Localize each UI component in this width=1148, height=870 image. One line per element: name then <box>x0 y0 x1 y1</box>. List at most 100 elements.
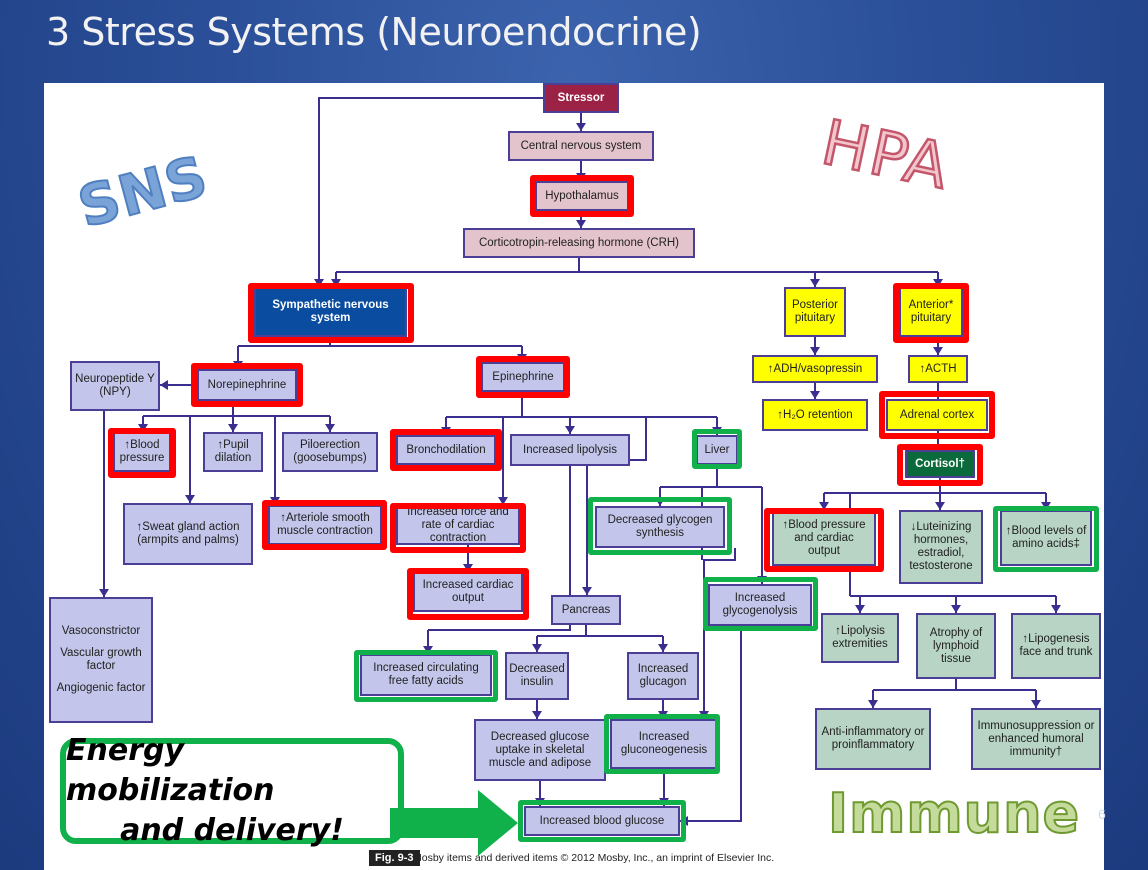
node-anterior-pituitary: Anterior* pituitary <box>899 287 963 337</box>
node-central-nervous-system: Central nervous system <box>508 131 654 161</box>
node-increased-glucagon: Increased glucagon <box>627 652 699 700</box>
arrowhead-icon <box>233 361 243 369</box>
arrowhead-icon <box>228 424 238 432</box>
arrowhead-icon <box>314 279 324 287</box>
arrowhead-icon <box>868 700 878 708</box>
node-hypothalamus: Hypothalamus <box>535 181 629 211</box>
node-increased-gluconeogenesis: Increased gluconeogenesis <box>610 719 718 769</box>
arrowhead-icon <box>680 816 688 826</box>
arrowhead-icon <box>565 426 575 434</box>
node-h2o-retention: ↑H₂O retention <box>762 399 868 431</box>
node-pancreas: Pancreas <box>551 595 621 625</box>
node-lipolysis-extremities: ↑Lipolysis extremities <box>821 613 899 663</box>
arrowhead-icon <box>1051 605 1061 613</box>
figure-credit: Mosby items and derived items © 2012 Mos… <box>413 852 775 864</box>
arrowhead-icon <box>810 391 820 399</box>
node-decreased-insulin: Decreased insulin <box>505 652 569 700</box>
node-sympathetic-nervous-system: Sympathetic nervous system <box>254 287 407 337</box>
connector-arrow <box>318 97 543 287</box>
arrowhead-icon <box>185 495 195 503</box>
arrowhead-icon <box>819 502 829 510</box>
node-adh-vasopressin: ↑ADH/vasopressin <box>752 355 878 383</box>
node-adrenal-cortex: Adrenal cortex <box>886 399 988 431</box>
slide-title: 3 Stress Systems (Neuroendocrine) <box>46 10 702 54</box>
node-luteinizing: ↓Luteinizing hormones, estradiol, testos… <box>899 510 983 584</box>
node-bp-cardiac-output: ↑Blood pressure and cardiac output <box>772 510 876 566</box>
node-cardiac-output: Increased cardiac output <box>413 572 523 612</box>
node-neuropeptide-y: Neuropeptide Y (NPY) <box>70 361 160 411</box>
figure-label: Fig. 9-3 <box>369 850 420 866</box>
arrowhead-icon <box>855 605 865 613</box>
arrowhead-icon <box>810 347 820 355</box>
arrowhead-icon <box>532 644 542 652</box>
arrowhead-icon <box>659 798 669 806</box>
arrowhead-icon <box>498 497 508 505</box>
node-cortisol: Cortisol† <box>905 450 975 478</box>
arrowhead-icon <box>535 798 545 806</box>
node-epinephrine: Epinephrine <box>481 362 565 392</box>
node-increased-glycogenolysis: Increased glycogenolysis <box>708 584 812 626</box>
node-blood-pressure: ↑Blood pressure <box>113 432 171 472</box>
node-immunosuppression: Immunosuppression or enhanced humoral im… <box>971 708 1101 770</box>
node-anti-inflammatory: Anti-inflammatory or proinflammatory <box>815 708 931 770</box>
node-decreased-glucose-uptake: Decreased glucose uptake in skeletal mus… <box>474 719 606 781</box>
node-acth: ↑ACTH <box>908 355 968 383</box>
npy-effect-angiogenic: Angiogenic factor <box>56 682 146 694</box>
arrowhead-icon <box>331 279 341 287</box>
node-cardiac-force: Increased force and rate of cardiac cont… <box>396 505 520 545</box>
node-npy-effects: Vasoconstrictor Vascular growth factor A… <box>49 597 153 723</box>
node-liver: Liver <box>696 435 738 465</box>
callout-arrow-icon <box>390 790 518 856</box>
arrowhead-icon <box>1041 502 1051 510</box>
connector <box>428 466 571 631</box>
arrowhead-icon <box>99 589 109 597</box>
immune-watermark: Immune <box>827 781 1081 846</box>
arrowhead-icon <box>699 711 709 719</box>
node-sweat-gland: ↑Sweat gland action (armpits and palms) <box>123 503 253 565</box>
arrowhead-icon <box>138 424 148 432</box>
arrowhead-icon <box>1031 700 1041 708</box>
arrowhead-icon <box>582 587 592 595</box>
node-pupil-dilation: ↑Pupil dilation <box>203 432 263 472</box>
arrowhead-icon <box>325 424 335 432</box>
node-arteriole-contraction: ↑Arteriole smooth muscle contraction <box>268 505 382 545</box>
node-atrophy-lymphoid: Atrophy of lymphoid tissue <box>916 613 996 679</box>
node-posterior-pituitary: Posterior pituitary <box>784 287 846 337</box>
node-amino-acids: ↑Blood levels of amino acids‡ <box>1000 510 1092 566</box>
arrowhead-icon <box>935 502 945 510</box>
arrowhead-icon <box>463 564 473 572</box>
energy-callout: Energy mobilization and delivery! <box>60 733 404 848</box>
npy-effect-vasoconstrictor: Vasoconstrictor <box>61 625 141 637</box>
arrowhead-icon <box>160 380 168 390</box>
arrowhead-icon <box>576 123 586 131</box>
node-norepinephrine: Norepinephrine <box>197 369 297 401</box>
arrowhead-icon <box>933 347 943 355</box>
callout-line-2: and delivery! <box>120 813 344 848</box>
node-piloerection: Piloerection (goosebumps) <box>282 432 378 472</box>
node-increased-lipolysis: Increased lipolysis <box>510 434 630 466</box>
node-decreased-glycogen-synthesis: Decreased glycogen synthesis <box>595 506 725 548</box>
connector <box>680 626 742 822</box>
arrowhead-icon <box>270 497 280 505</box>
node-increased-blood-glucose: Increased blood glucose <box>524 806 680 836</box>
arrowhead-icon <box>576 220 586 228</box>
node-bronchodilation: Bronchodilation <box>396 435 496 465</box>
arrowhead-icon <box>423 646 433 654</box>
arrowhead-icon <box>810 279 820 287</box>
node-stressor: Stressor <box>543 83 619 113</box>
node-crh: Corticotropin-releasing hormone (CRH) <box>463 228 695 258</box>
arrowhead-icon <box>441 427 451 435</box>
arrowhead-icon <box>517 354 527 362</box>
arrowhead-icon <box>933 279 943 287</box>
arrowhead-icon <box>576 173 586 181</box>
connector <box>703 548 736 739</box>
arrowhead-icon <box>655 498 665 506</box>
arrowhead-icon <box>951 605 961 613</box>
arrowhead-icon <box>532 711 542 719</box>
arrowhead-icon <box>658 644 668 652</box>
arrowhead-icon <box>757 576 767 584</box>
node-lipogenesis: ↑Lipogenesis face and trunk <box>1011 613 1101 679</box>
arrowhead-icon <box>712 427 722 435</box>
npy-effect-vascular-growth: Vascular growth factor <box>60 647 142 672</box>
callout-line-1: Energy mobilization <box>66 733 275 808</box>
